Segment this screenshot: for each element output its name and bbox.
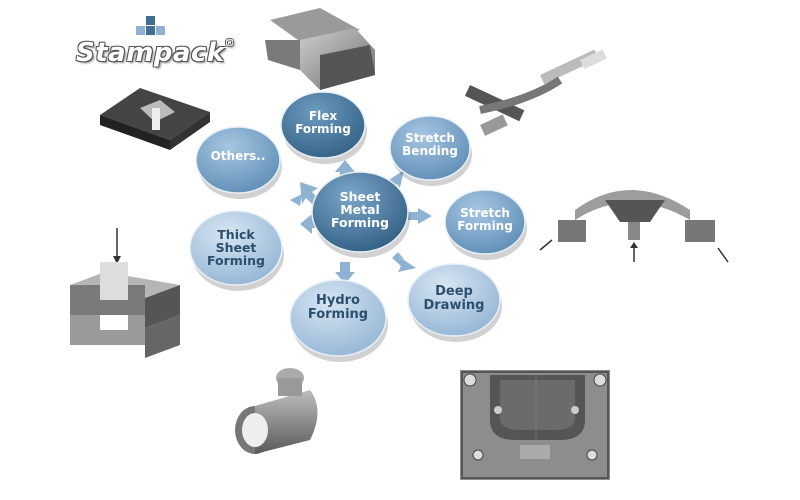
die-illustration xyxy=(100,88,210,150)
node-label-deep-drawing: Deep Drawing xyxy=(423,284,485,313)
stretch-forming-illustration xyxy=(539,190,729,263)
arrow-to-thick-sheet xyxy=(300,214,322,234)
node-stretch-bending xyxy=(389,115,471,181)
hydro-formed-tube-illustration xyxy=(235,368,318,454)
arrows xyxy=(290,160,432,284)
logo-registered: ® xyxy=(224,38,236,49)
node-flex xyxy=(280,91,366,159)
thick-sheet-illustration xyxy=(70,228,180,358)
node-stretch-forming xyxy=(444,189,526,255)
arrow-left-small xyxy=(290,194,302,206)
node-center xyxy=(311,171,409,253)
arrow-to-stretch-forming xyxy=(408,208,432,224)
node-others xyxy=(195,126,281,194)
node-hydro xyxy=(289,279,387,357)
logo-text: Stampack® xyxy=(76,38,235,68)
node-label-thick-sheet: Thick Sheet Forming xyxy=(207,227,265,269)
node-label-hydro: Hydro Forming xyxy=(307,293,369,322)
stretch-bending-illustration xyxy=(464,49,607,136)
deep-drawing-die-illustration xyxy=(460,370,610,480)
stampack-logo: Stampack® xyxy=(70,14,240,74)
node-label-others: Others.. xyxy=(210,149,266,163)
logo-mark-icon xyxy=(136,16,165,35)
node-label-stretch-bending: Stretch Bending xyxy=(402,131,458,158)
flex-forming-part-illustration xyxy=(265,8,375,90)
logo-brand: Stampack xyxy=(76,38,225,68)
nodes xyxy=(189,91,527,362)
node-label-stretch-forming: Stretch Forming xyxy=(457,206,513,233)
arrow-to-deep-drawing xyxy=(392,252,416,272)
node-deep-drawing xyxy=(407,263,501,337)
node-thick-sheet xyxy=(189,210,283,286)
center-node-label: Sheet Metal Forming xyxy=(331,189,389,231)
node-label-flex: Flex Forming xyxy=(295,109,351,136)
arrow-to-hydro xyxy=(335,262,355,284)
